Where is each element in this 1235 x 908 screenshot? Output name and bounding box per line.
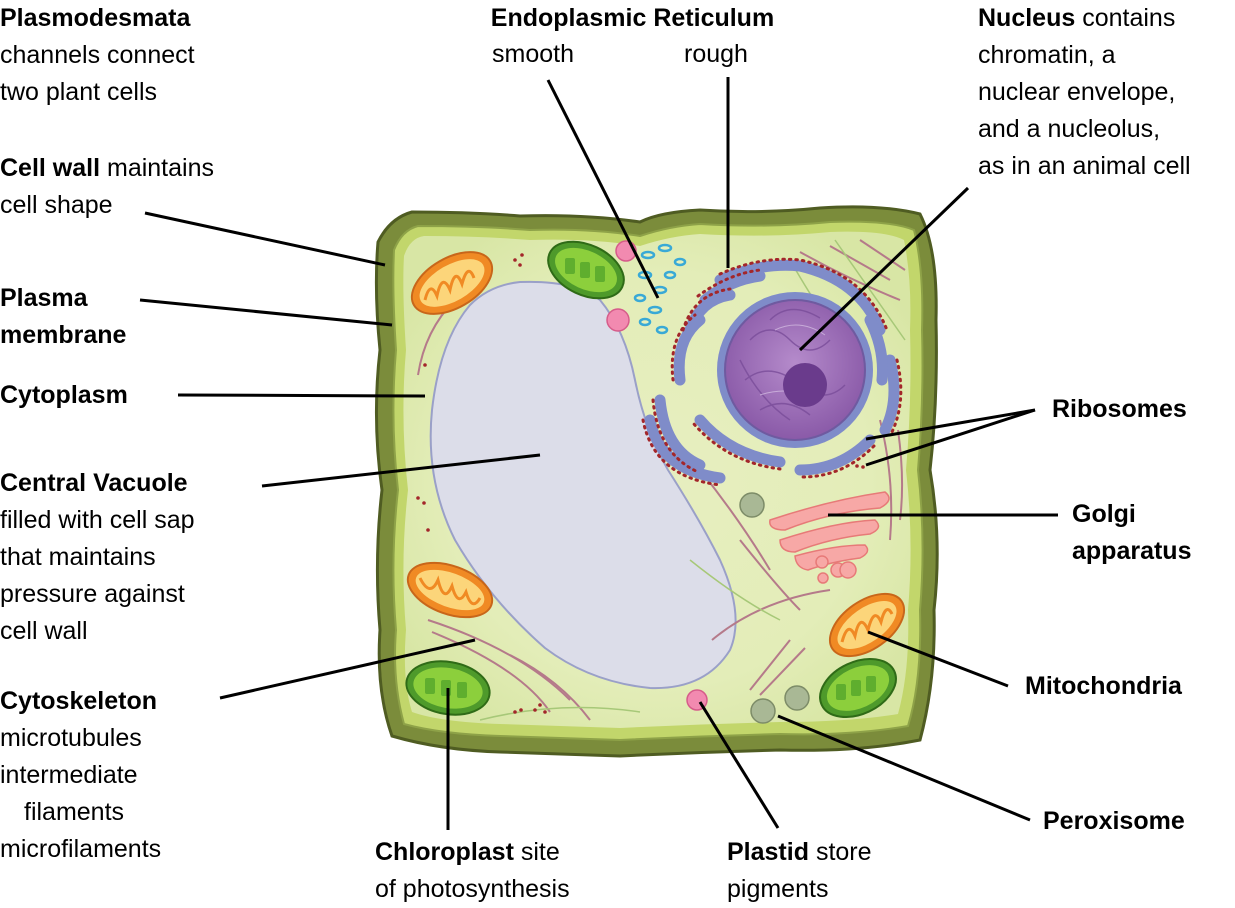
- rough-er: [644, 259, 900, 484]
- chloroplast: [547, 240, 625, 300]
- label-er-smooth: smooth: [492, 40, 574, 68]
- label-mitochondria: Mitochondria: [1025, 672, 1182, 700]
- mitochondrion: [410, 251, 494, 315]
- label-endoplasmic-reticulum: Endoplasmic Reticulum: [490, 4, 775, 32]
- label-ribosomes: Ribosomes: [1052, 395, 1187, 423]
- label-peroxisome: Peroxisome: [1043, 807, 1185, 835]
- label-plasma-membrane: Plasma membrane: [0, 284, 127, 349]
- peroxisome: [739, 492, 810, 724]
- leader-mitochondria: [867, 630, 1009, 688]
- label-golgi-apparatus: Golgi apparatus: [1072, 500, 1192, 565]
- label-cytoskeleton: Cytoskeleton microtubules intermediate f…: [0, 687, 162, 863]
- mitochondrion: [828, 592, 906, 658]
- leader-cytoplasm: [177, 393, 426, 398]
- leader-cell-wall: [144, 211, 386, 267]
- label-chloroplast: Chloroplast site of photosynthesis: [375, 838, 570, 903]
- rough-er-ribosomes: [641, 257, 903, 487]
- golgi-apparatus: [769, 491, 890, 584]
- chloroplast: [819, 657, 897, 719]
- nucleolus: [783, 363, 827, 407]
- label-er-rough: rough: [684, 40, 748, 68]
- free-ribosomes: [416, 253, 865, 714]
- leader-nucleus: [798, 186, 970, 352]
- leader-ribosomes-b: [865, 408, 1036, 467]
- mitochondrion: [406, 561, 494, 619]
- leader-lines: [139, 77, 1058, 830]
- label-central-vacuole: Central Vacuole filled with cell sap tha…: [0, 469, 195, 645]
- label-cell-wall: Cell wall maintains cell shape: [0, 154, 214, 219]
- leader-ribosomes-a: [865, 408, 1036, 441]
- central-vacuole: [429, 280, 737, 690]
- leader-plastid: [698, 701, 780, 829]
- nucleus: [717, 292, 873, 448]
- label-plasmodesmata: Plasmodesmata channels connect two plant…: [0, 4, 195, 106]
- label-nucleus: Nucleus contains chromatin, a nuclear en…: [978, 4, 1191, 180]
- leader-plasma-membrane: [139, 298, 393, 327]
- label-cytoplasm: Cytoplasm: [0, 381, 128, 409]
- leader-smooth-er: [546, 79, 660, 299]
- leader-peroxisome: [777, 714, 1031, 822]
- leader-cytoskeleton: [219, 638, 476, 700]
- label-plastid: Plastid store pigments: [727, 838, 872, 903]
- leader-central-vacuole: [261, 453, 541, 488]
